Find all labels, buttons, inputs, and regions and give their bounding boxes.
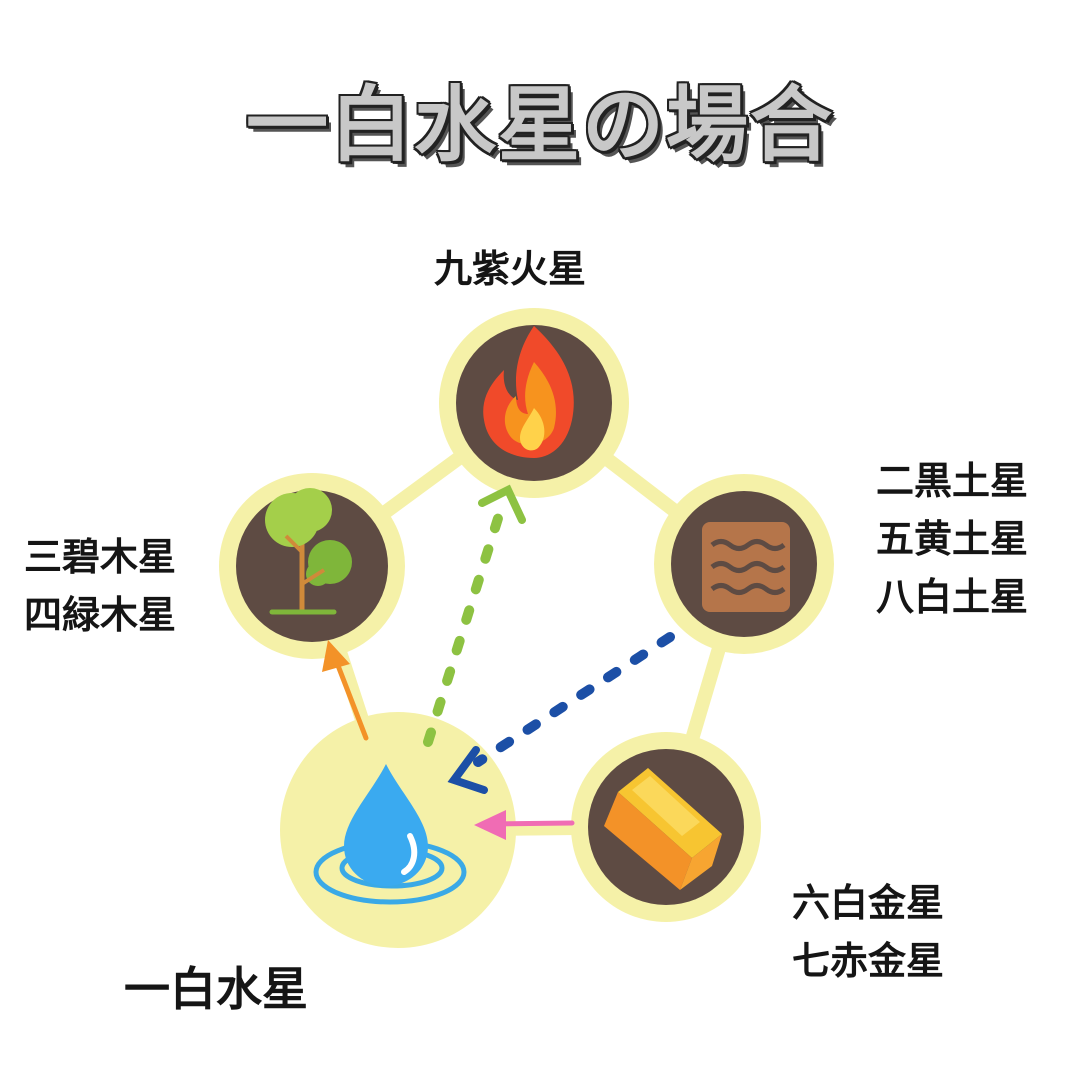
arrow-earth-to-water-dashed xyxy=(447,632,675,794)
arrow-water-to-wood xyxy=(322,640,369,741)
label-wood: 三碧木星 四緑木星 xyxy=(24,528,176,644)
label-water: 一白水星 xyxy=(124,960,308,1018)
node-earth xyxy=(654,474,834,654)
water-drop-icon xyxy=(313,764,467,905)
label-earth-line-3: 八白土星 xyxy=(876,575,1029,619)
label-metal-line-1: 六白金星 xyxy=(792,881,945,925)
flame-icon xyxy=(483,326,574,458)
label-wood-line-2: 四緑木星 xyxy=(24,593,177,637)
earth-tablet-icon xyxy=(702,522,790,612)
label-earth: 二黒土星 五黄土星 八白土星 xyxy=(876,452,1028,626)
gold-bar-icon xyxy=(604,768,722,890)
label-fire: 九紫火星 xyxy=(434,240,586,298)
node-metal xyxy=(571,732,761,922)
node-water xyxy=(280,712,516,948)
label-water-line-1: 一白水星 xyxy=(124,962,308,1016)
label-metal-line-2: 七赤金星 xyxy=(792,939,945,983)
label-wood-line-1: 三碧木星 xyxy=(24,535,177,579)
page-title: 一白水星の場合 xyxy=(245,78,834,173)
node-wood xyxy=(219,473,405,659)
label-earth-line-1: 二黒土星 xyxy=(876,459,1029,503)
label-earth-line-2: 五黄土星 xyxy=(876,517,1029,561)
arrow-water-to-fire-dashed xyxy=(423,484,526,747)
label-fire-line-1: 九紫火星 xyxy=(434,247,587,291)
arrow-metal-to-water xyxy=(474,810,575,840)
node-fire xyxy=(439,308,629,498)
tree-icon xyxy=(265,488,352,615)
label-metal: 六白金星 七赤金星 xyxy=(792,874,944,990)
